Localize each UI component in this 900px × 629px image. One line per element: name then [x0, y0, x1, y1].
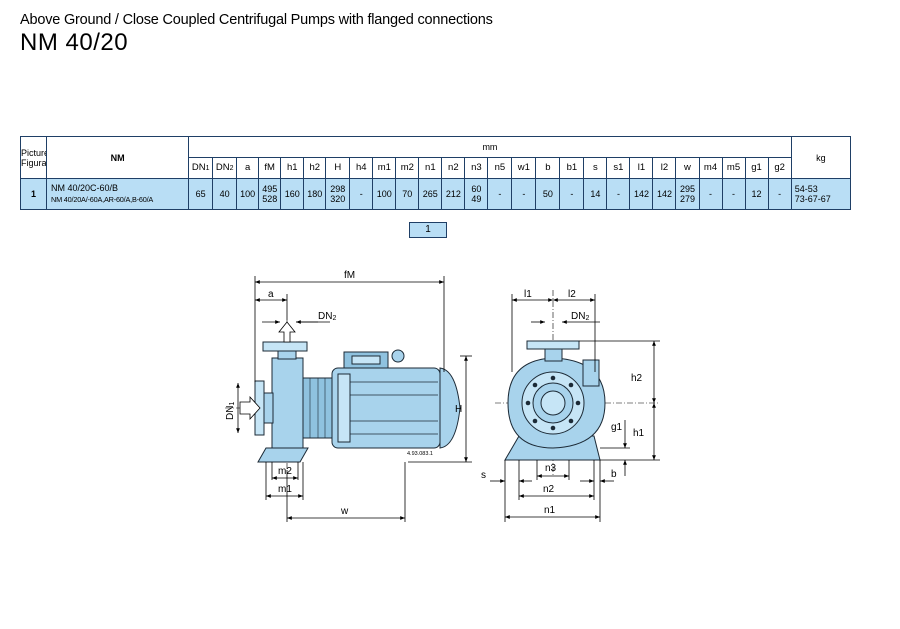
figure-label: 1: [409, 222, 447, 238]
kg-header: kg: [790, 136, 852, 179]
svg-text:g1: g1: [611, 422, 623, 433]
table-cell: 180: [303, 178, 327, 210]
table-cell: 12: [744, 178, 769, 210]
table-cell: -: [349, 178, 374, 210]
svg-text:4.93.083.1: 4.93.083.1: [407, 451, 433, 457]
svg-text:n1: n1: [544, 505, 556, 516]
svg-text:m2: m2: [278, 466, 292, 477]
table-cell: 100: [372, 178, 397, 210]
svg-text:n3: n3: [545, 463, 557, 474]
table-cell: 14: [583, 178, 608, 210]
page-subtitle: Above Ground / Close Coupled Centrifugal…: [20, 12, 493, 28]
pump-side-view: 4.93.083.1: [225, 320, 461, 470]
page-title: NM 40/20: [20, 29, 129, 56]
table-row: 1 NM 40/20C-60/B NM 40/20A/-60A,AR-60/A,…: [19, 178, 852, 210]
svg-text:h2: h2: [631, 373, 643, 384]
nm-header: NM: [46, 136, 190, 179]
front-view-dimensions: l1 l2 DN2 h2 h1 g1 s n3 b: [481, 289, 660, 522]
table-cell: 50: [535, 178, 561, 210]
column-header: h2: [303, 157, 327, 179]
svg-text:n2: n2: [543, 484, 555, 495]
svg-text:DN2: DN2: [318, 311, 336, 322]
table-cell: -: [487, 178, 513, 210]
table-cell: 265: [418, 178, 443, 210]
model-cell: NM 40/20C-60/B NM 40/20A/-60A,AR-60/A,B-…: [46, 178, 190, 210]
svg-text:a: a: [268, 289, 274, 300]
table-cell: 65: [188, 178, 214, 210]
svg-text:h1: h1: [633, 428, 645, 439]
svg-text:s: s: [481, 470, 486, 481]
svg-text:DN1: DN1: [225, 402, 236, 420]
table-cell: 142: [629, 178, 654, 210]
svg-text:b: b: [611, 469, 617, 480]
table-cell: 100: [236, 178, 260, 210]
table-cell: -: [511, 178, 537, 210]
table-cell: 40: [212, 178, 238, 210]
svg-text:m1: m1: [278, 484, 292, 495]
svg-text:DN2: DN2: [571, 311, 589, 322]
picture-cell: 1: [19, 178, 48, 210]
table-cell: -: [559, 178, 585, 210]
table-cell: 212: [441, 178, 466, 210]
svg-text:fM: fM: [344, 270, 355, 281]
svg-text:H: H: [455, 404, 462, 415]
side-view-dimensions: fM a DN2 DN1 H m2 m1 w: [225, 270, 472, 522]
svg-text:w: w: [340, 506, 349, 517]
table-cell: 70: [395, 178, 420, 210]
svg-text:l2: l2: [568, 289, 576, 300]
table-cell: -: [767, 178, 792, 210]
svg-text:l1: l1: [524, 289, 532, 300]
